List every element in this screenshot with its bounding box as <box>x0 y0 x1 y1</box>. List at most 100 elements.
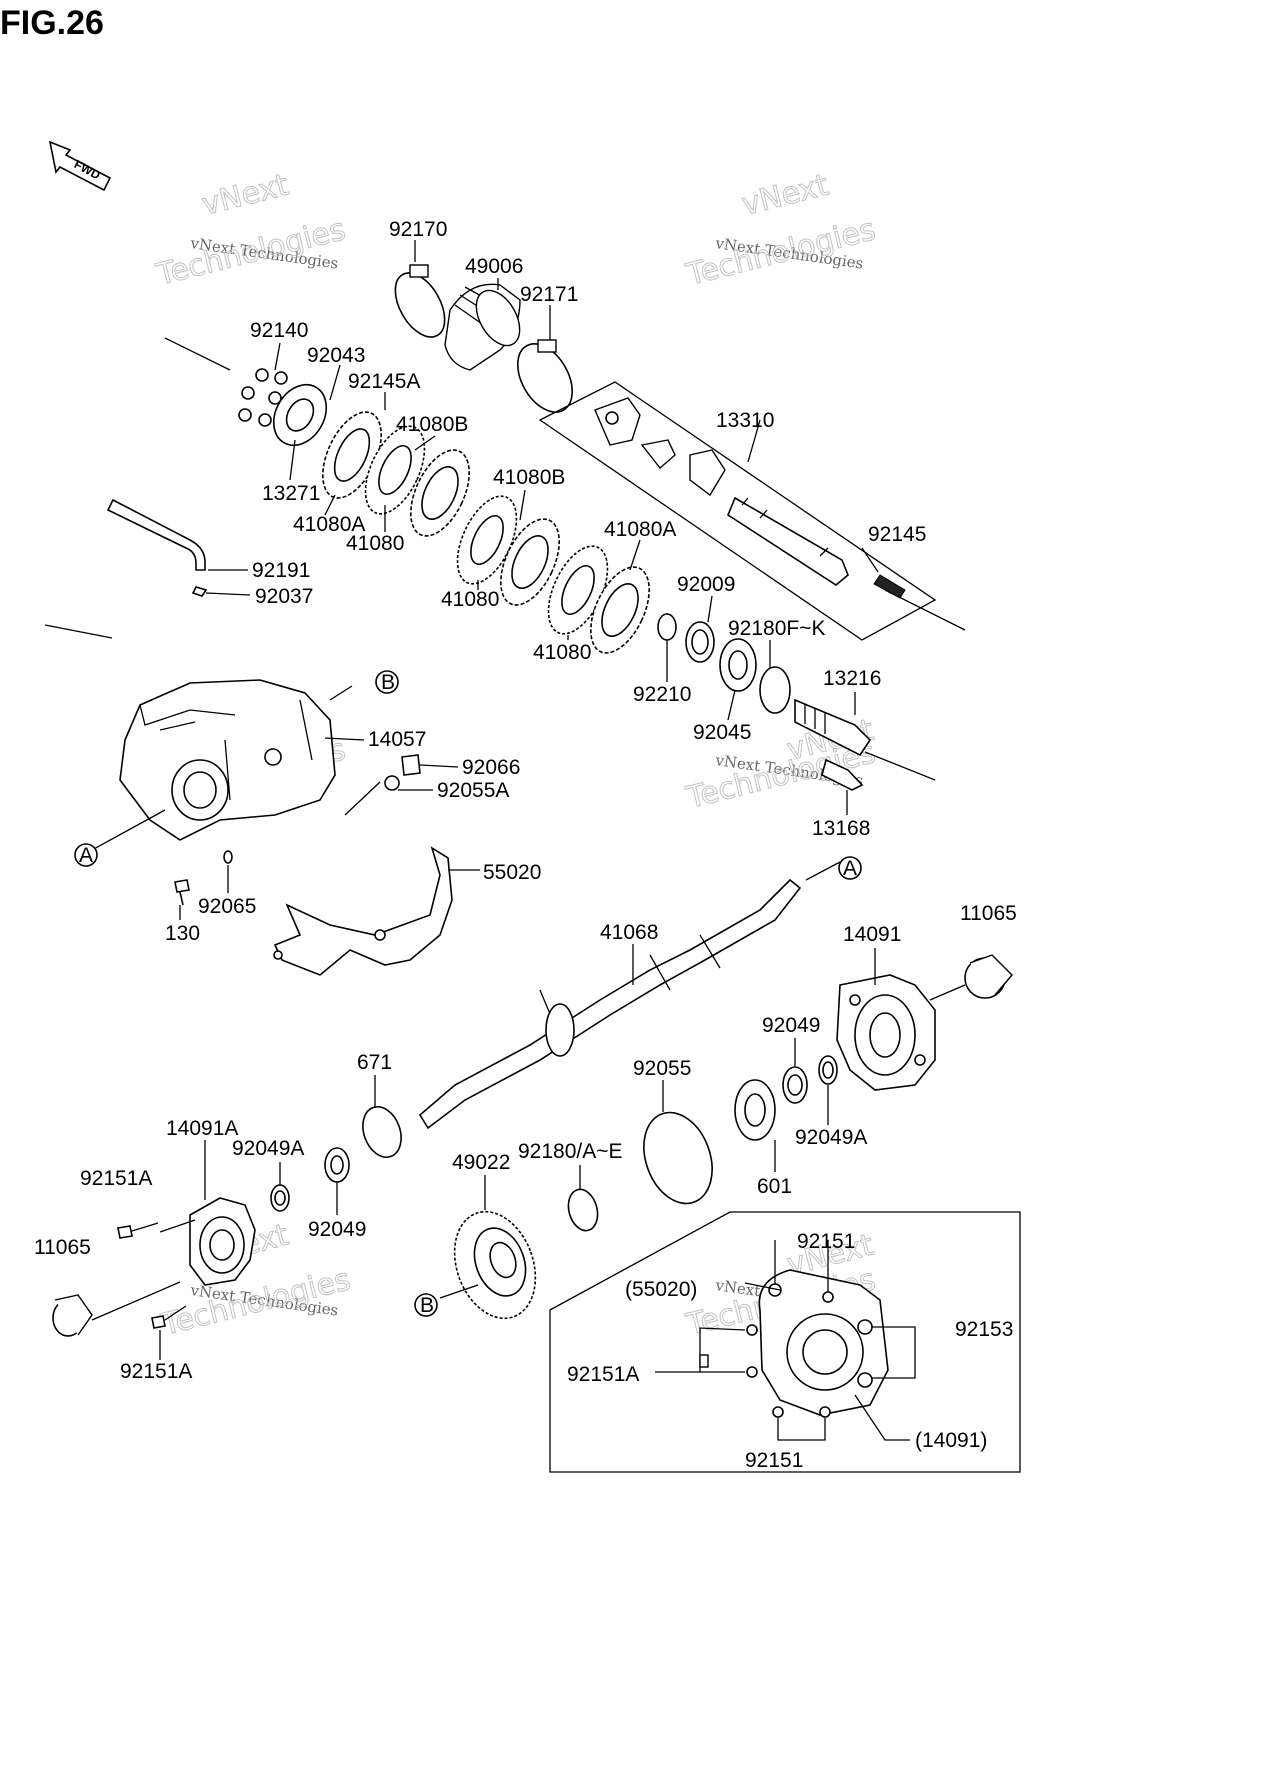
propeller-shaft-13310 <box>538 381 937 641</box>
callout-92055: 92055 <box>633 1057 691 1080</box>
leader-92145 <box>884 589 966 631</box>
leader-11065-left <box>91 1281 181 1321</box>
seal-11065-left <box>52 1294 93 1337</box>
svg-text:Technologies: Technologies <box>152 212 348 293</box>
bolt-92151A-bottom <box>151 1305 187 1329</box>
svg-text:Technologies: Technologies <box>682 212 878 293</box>
plate-13271 <box>272 384 328 446</box>
callout-labels: 92170 49006 92171 13310 92140 92043 9214… <box>34 218 1017 1472</box>
callout-92049-left: 92049 <box>308 1218 366 1241</box>
callout-92140: 92140 <box>250 319 308 342</box>
seal-92049A-right <box>818 1055 838 1085</box>
plug-92066 <box>401 754 421 776</box>
clip-92037 <box>191 586 208 597</box>
callout-leaders <box>159 240 879 1360</box>
svg-text:vNext: vNext <box>198 168 292 223</box>
callout-41080-1: 41080 <box>346 532 404 555</box>
callout-92151A-bottom: 92151A <box>120 1360 192 1383</box>
leader-B-gear <box>439 1284 479 1299</box>
guide-line-clutch <box>164 337 231 371</box>
callout-14057: 14057 <box>368 728 426 751</box>
forward-arrow-icon: FWD <box>48 140 112 192</box>
pinion-gear-13216 <box>794 698 872 757</box>
callout-41080A-1: 41080A <box>293 513 365 536</box>
balls-92140 <box>238 368 288 427</box>
svg-text:Technologies: Technologies <box>157 1262 353 1343</box>
callout-92049-right: 92049 <box>762 1014 820 1037</box>
oring-671 <box>362 1106 402 1158</box>
callout-130: 130 <box>165 922 200 945</box>
shim-92180FK <box>759 666 791 714</box>
leader-92055A <box>344 781 381 816</box>
callout-671: 671 <box>357 1051 392 1074</box>
callout-92037: 92037 <box>255 585 313 608</box>
callout-13310: 13310 <box>716 409 774 432</box>
callout-41080B-1: 41080B <box>396 413 468 436</box>
callout-49006: 49006 <box>465 255 523 278</box>
cover-14091A <box>189 1197 256 1286</box>
callout-14091: 14091 <box>843 923 901 946</box>
callout-92049A-right: 92049A <box>795 1126 867 1149</box>
figure-title: FIG.26 <box>0 4 104 42</box>
inset-callout-92151-bottom: 92151 <box>745 1449 803 1472</box>
svg-text:B: B <box>420 1294 434 1317</box>
bearing-92045 <box>719 638 757 692</box>
shim-92180AE <box>567 1188 599 1232</box>
callout-41080B-2: 41080B <box>493 466 565 489</box>
pin-92145 <box>873 574 906 599</box>
ring-gear-49022 <box>453 1210 537 1320</box>
housing-14057 <box>119 679 336 841</box>
leader-B-top <box>329 685 353 701</box>
callout-41080-2: 41080 <box>441 588 499 611</box>
inset-callout-55020: (55020) <box>625 1278 697 1301</box>
leader-92151A-top <box>159 1219 196 1233</box>
callout-49022: 49022 <box>452 1151 510 1174</box>
bolt-92151A-top <box>117 1222 159 1239</box>
callout-41068: 41068 <box>600 921 658 944</box>
svg-text:vNext: vNext <box>738 168 832 223</box>
callout-11065-right: 11065 <box>960 902 1017 925</box>
callout-92145A: 92145A <box>348 370 420 393</box>
leader-A-shaft <box>805 861 841 881</box>
callout-41080A-2: 41080A <box>604 518 676 541</box>
plate-41080B-2 <box>500 518 560 606</box>
inset-box <box>549 1211 1021 1473</box>
inset-callout-92151-top: 92151 <box>797 1230 855 1253</box>
callout-41080-3: 41080 <box>533 641 591 664</box>
callout-92009: 92009 <box>677 573 735 596</box>
seal-92009 <box>685 621 715 663</box>
callout-92045: 92045 <box>693 721 751 744</box>
friction-disc-41080-1 <box>364 425 426 515</box>
leader-13216-tip <box>864 751 936 781</box>
callout-92043: 92043 <box>307 344 365 367</box>
bracket-55020 <box>273 846 453 976</box>
coupling-13168 <box>821 758 864 791</box>
clutch-disc-41080A-1 <box>322 411 382 499</box>
callout-13216: 13216 <box>823 667 881 690</box>
hose-92191 <box>106 498 206 571</box>
ref-B-top: B <box>375 670 399 694</box>
bolt-92065 <box>223 850 233 864</box>
seal-92049-right <box>782 1066 808 1104</box>
inset-callout-14091: (14091) <box>915 1429 987 1452</box>
svg-text:A: A <box>79 844 93 867</box>
svg-text:A: A <box>843 857 857 880</box>
inset-callout-92151A: 92151A <box>567 1363 639 1386</box>
callout-92049A-left: 92049A <box>232 1137 304 1160</box>
ref-A-left: A <box>74 843 98 867</box>
callout-92066: 92066 <box>462 756 520 779</box>
callout-601: 601 <box>757 1175 792 1198</box>
callout-13168: 13168 <box>812 817 870 840</box>
callout-11065-left: 11065 <box>34 1236 91 1259</box>
shaft-41068 <box>418 878 802 1130</box>
clamp-92171 <box>517 339 573 413</box>
plate-41080B-1 <box>410 449 470 537</box>
callout-92210: 92210 <box>633 683 691 706</box>
ref-A-shaft: A <box>838 856 862 880</box>
callout-92055A: 92055A <box>437 779 509 802</box>
plate-41080A-2 <box>590 566 650 654</box>
bolt-130 <box>174 879 190 906</box>
callout-92191: 92191 <box>252 559 310 582</box>
bearing-601 <box>734 1079 776 1141</box>
